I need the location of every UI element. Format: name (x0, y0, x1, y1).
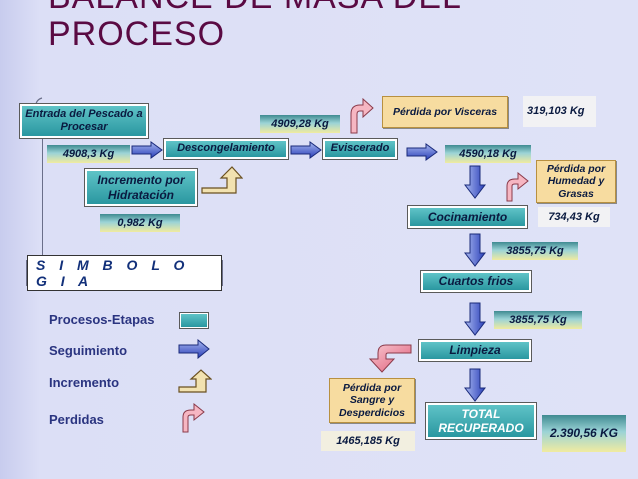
down-arrow-icon (464, 233, 486, 267)
legend-title: S I M B O L O G I A (27, 255, 222, 291)
value-total: 2.390,56 KG (542, 415, 626, 452)
legend-label-procesos: Procesos-Etapas (49, 312, 155, 327)
legend-label-perdidas: Perdidas (49, 412, 104, 427)
process-eviscerado: Eviscerado (322, 138, 398, 160)
down-arrow-icon (464, 165, 486, 199)
down-arrow-icon (464, 368, 486, 402)
loss-humedad-grasas: Pérdida por Humedad y Grasas (536, 160, 616, 203)
loss-down-arrow-icon (368, 344, 412, 373)
value-humedad: 734,43 Kg (538, 207, 610, 227)
down-arrow-icon (464, 302, 486, 336)
value-incremento: 0,982 Kg (100, 214, 180, 232)
process-entrada: Entrada del Pescado a Procesar (19, 103, 149, 139)
process-total-recuperado: TOTAL RECUPERADO (425, 402, 537, 440)
process-cocinamiento: Cocinamiento (407, 205, 528, 229)
flow-arrow-icon (290, 141, 322, 159)
loss-sangre-desperdicios: Pérdida por Sangre y Desperdicios (329, 378, 415, 423)
value-visceras: 319,103 Kg (523, 96, 596, 127)
title-line-1: BALANCE DE MASA DEL (48, 0, 462, 17)
legend-label-seguimiento: Seguimiento (49, 343, 128, 358)
value-eviscerado: 4590,18 Kg (445, 145, 531, 163)
flow-arrow-icon (131, 141, 163, 159)
loss-arrow-icon (350, 98, 374, 134)
value-entrada: 4908,3 Kg (47, 145, 130, 163)
loss-visceras: Pérdida por Visceras (382, 96, 508, 128)
value-cuartos-frios: 3855,75 Kg (494, 311, 582, 329)
flow-arrow-icon (406, 143, 438, 161)
value-cocinamiento: 3855,75 Kg (492, 242, 578, 260)
value-sangre: 1465,185 Kg (321, 431, 415, 451)
legend-label-incremento: Incremento (49, 375, 120, 390)
increment-arrow-icon (201, 166, 243, 194)
legend-process-icon (179, 312, 209, 329)
loss-arrow-icon (506, 172, 529, 202)
process-limpieza: Limpieza (418, 339, 532, 362)
process-cuartos-frios: Cuartos frios (420, 270, 532, 293)
legend-increment-arrow-icon (178, 369, 212, 393)
title-line-2: PROCESO (48, 15, 226, 53)
left-connector-line (42, 104, 43, 264)
legend-title-box: S I M B O L O G I A (26, 255, 223, 291)
process-descongelamiento: Descongelamiento (163, 138, 289, 160)
legend-loss-arrow-icon (182, 403, 205, 433)
legend-flow-arrow-icon (178, 339, 210, 359)
process-incremento-hidratacion: Incremento por Hidratación (84, 168, 198, 207)
value-descongelamiento: 4909,28 Kg (260, 115, 340, 133)
